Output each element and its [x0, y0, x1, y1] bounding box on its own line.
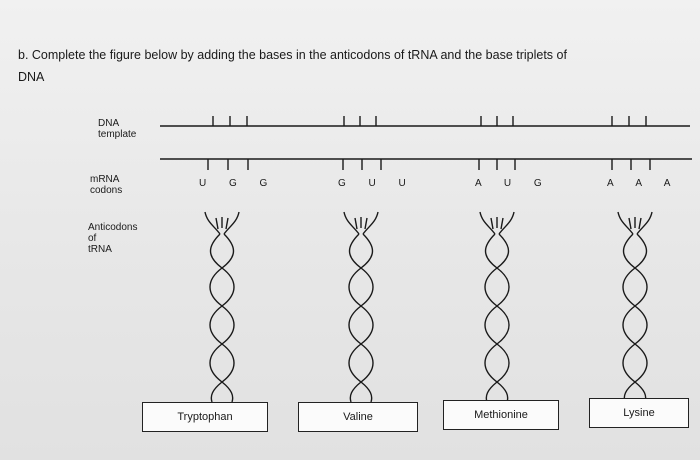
mrna-label-line-1: mRNA — [90, 174, 120, 185]
anticodons-label-line-2: of — [88, 233, 97, 244]
amino-acid-box-1: Tryptophan — [142, 402, 268, 432]
amino-acid-box-3: Methionine — [443, 400, 559, 430]
amino-acid-label-1: Tryptophan — [177, 411, 233, 423]
question-text: b. Complete the figure below by adding t… — [18, 44, 700, 88]
amino-acid-box-2: Valine — [298, 402, 418, 432]
dna-label-line-2: template — [98, 129, 137, 140]
mrna-codons-label: mRNA codons — [90, 174, 122, 196]
anticodons-label-line-3: tRNA — [88, 244, 112, 255]
question-line-2: DNA — [18, 70, 45, 84]
dna-ticks-4 — [611, 116, 647, 126]
dna-ticks-2 — [343, 116, 377, 126]
mrna-ticks-1 — [207, 159, 249, 170]
mrna-ticks-4 — [611, 159, 651, 170]
dna-ticks-3 — [480, 116, 514, 126]
amino-acid-box-4: Lysine — [589, 398, 689, 428]
mrna-label-line-2: codons — [90, 185, 123, 196]
mrna-ticks-2 — [342, 159, 382, 170]
dna-template-label: DNA template — [98, 118, 136, 140]
codon-2: G U U — [338, 178, 416, 189]
trna-molecule-2 — [343, 211, 379, 403]
trna-molecule-3 — [479, 211, 515, 403]
codon-3: A U G — [475, 178, 552, 189]
codon-1: U G G — [199, 178, 278, 189]
question-line-1: b. Complete the figure below by adding t… — [18, 48, 567, 62]
dna-label-line-1: DNA — [98, 118, 120, 129]
dna-ticks-1 — [212, 116, 248, 126]
anticodons-label: Anticodons of tRNA — [88, 222, 137, 255]
amino-acid-label-3: Methionine — [474, 409, 528, 421]
amino-acid-label-2: Valine — [343, 411, 373, 423]
trna-molecule-1 — [204, 211, 240, 403]
anticodons-label-line-1: Anticodons — [88, 222, 138, 233]
amino-acid-label-4: Lysine — [623, 407, 655, 419]
trna-molecule-4 — [617, 211, 653, 403]
mrna-ticks-3 — [478, 159, 516, 170]
codon-4: A A A — [607, 178, 681, 189]
